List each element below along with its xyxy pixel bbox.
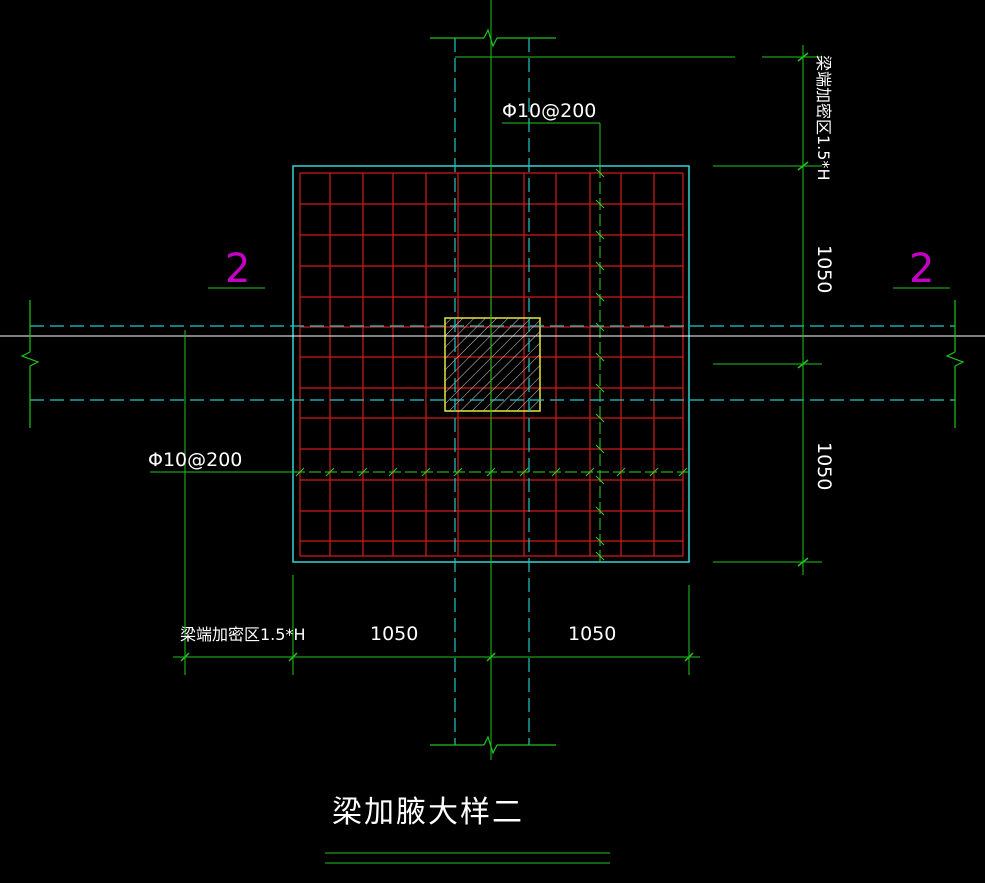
- zone-label-vertical: 梁端加密区1.5*H: [814, 55, 833, 180]
- horizontal-beam-lines: [30, 325, 955, 401]
- dim-horizontal-right: 1050: [568, 623, 616, 645]
- column-fill: [445, 318, 540, 411]
- section-mark-left: 2: [225, 246, 250, 292]
- rebar-tick: [595, 383, 605, 393]
- section-mark-right: 2: [909, 246, 934, 292]
- dimension-ticks: [180, 52, 809, 662]
- drawing-title: 梁加腋大样二: [332, 795, 524, 830]
- column-outline: [444, 317, 541, 412]
- rebar-tick: [595, 352, 605, 362]
- vertical-beam-lines: [454, 38, 530, 745]
- rebar-label-top: Φ10@200: [502, 100, 596, 122]
- rebar-label-left: Φ10@200: [148, 449, 242, 471]
- dim-vertical-bottom: 1050: [813, 442, 835, 490]
- zone-label-horizontal: 梁端加密区1.5*H: [180, 625, 305, 644]
- break-symbols: [20, 28, 965, 755]
- dim-horizontal-left: 1050: [370, 623, 418, 645]
- dim-vertical-top: 1050: [813, 245, 835, 293]
